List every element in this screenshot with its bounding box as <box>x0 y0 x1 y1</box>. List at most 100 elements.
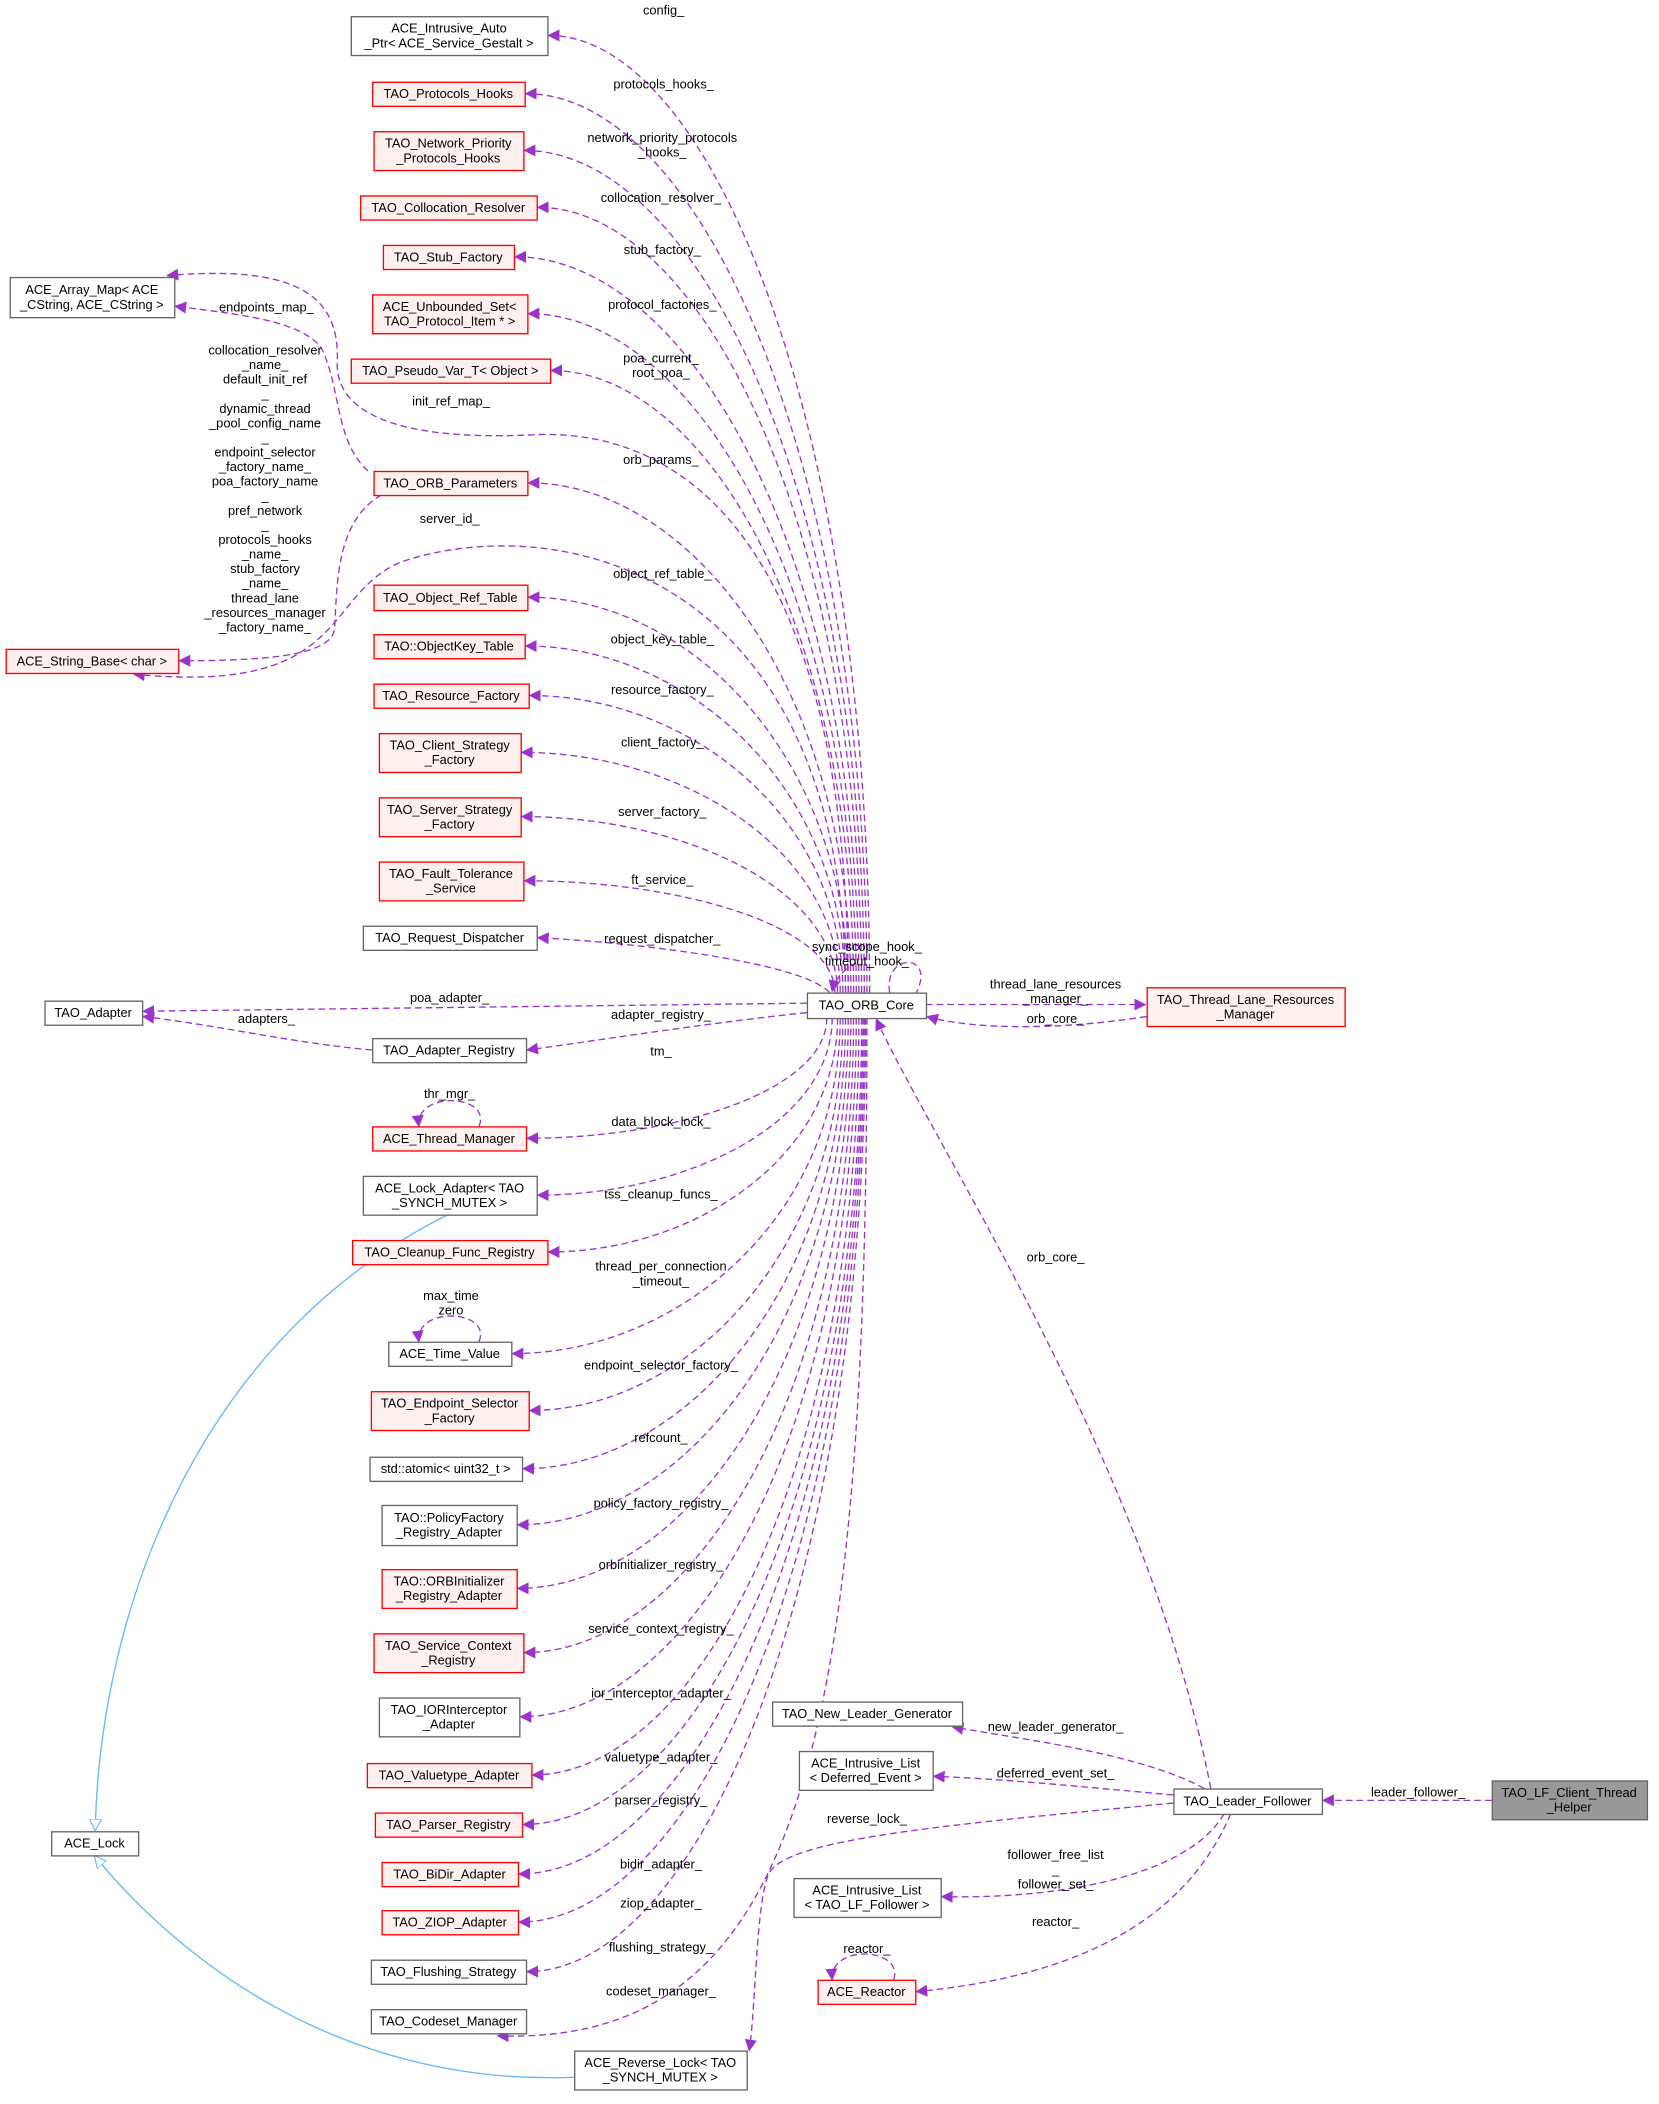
node-sc-registry[interactable]: TAO_Service_Context_Registry <box>373 1633 525 1674</box>
edge-label: protocols_hooks_ <box>613 76 714 91</box>
node-atomic[interactable]: std::atomic< uint32_t > <box>369 1456 524 1483</box>
usage-edge-orb_core-to-atomic <box>521 1017 847 1475</box>
node-array-map[interactable]: ACE_Array_Map< ACE_CString, ACE_CString … <box>9 276 176 319</box>
edge-label: _manager_ <box>1022 991 1089 1006</box>
node-box <box>1491 1780 1649 1821</box>
node-valuetype-adapter[interactable]: TAO_Valuetype_Adapter <box>366 1762 533 1789</box>
node-thread-manager[interactable]: ACE_Thread_Manager <box>372 1126 528 1152</box>
node-ft-service[interactable]: TAO_Fault_Tolerance_Service <box>378 861 525 902</box>
node-label: ACE_Intrusive_List <box>812 1883 922 1898</box>
edge-label: orb_core_ <box>1027 1249 1086 1264</box>
node-string-base[interactable]: ACE_String_Base< char > <box>5 648 180 675</box>
node-box <box>350 358 552 384</box>
edge-label: reactor_ <box>1032 1914 1080 1929</box>
node-pseudo-var[interactable]: TAO_Pseudo_Var_T< Object > <box>350 358 552 384</box>
node-reactor[interactable]: ACE_Reactor <box>817 1979 917 2006</box>
edge-label: endpoints_map_ <box>219 300 315 315</box>
node-ep-selector[interactable]: TAO_Endpoint_Selector_Factory <box>370 1391 530 1432</box>
usage-edge-orb_core-to-obj_ref_table <box>527 591 849 993</box>
node-label: TAO_Parser_Registry <box>386 1817 511 1832</box>
node-tao-adapter[interactable]: TAO_Adapter <box>44 1000 144 1026</box>
node-box <box>378 732 522 774</box>
node-ziop-adapter[interactable]: TAO_ZIOP_Adapter <box>381 1910 520 1936</box>
edge-label: _ <box>260 488 269 503</box>
node-adapter-registry[interactable]: TAO_Adapter_Registry <box>372 1037 528 1064</box>
node-orb-params[interactable]: TAO_ORB_Parameters <box>373 470 529 497</box>
node-server-sf[interactable]: TAO_Server_Strategy_Factory <box>378 797 522 838</box>
node-objkey-table[interactable]: TAO::ObjectKey_Table <box>373 634 526 660</box>
node-time-value[interactable]: ACE_Time_Value <box>388 1341 513 1367</box>
node-box <box>378 1697 521 1738</box>
edge-label: _hooks_ <box>637 144 687 159</box>
node-box <box>373 634 526 660</box>
node-resource-factory[interactable]: TAO_Resource_Factory <box>373 683 530 709</box>
node-unbounded-set[interactable]: ACE_Unbounded_Set<TAO_Protocol_Item * > <box>372 294 529 335</box>
node-lf-list[interactable]: ACE_Intrusive_List< TAO_LF_Follower > <box>793 1877 942 1919</box>
node-lf-client[interactable]: TAO_LF_Client_Thread_Helper <box>1491 1780 1649 1821</box>
node-label: TAO_Client_Strategy <box>389 738 510 753</box>
node-lock-adapter[interactable]: ACE_Lock_Adapter< TAO_SYNCH_MUTEX > <box>362 1175 538 1216</box>
edge-label: _pool_config_name <box>208 415 321 430</box>
node-new-leader[interactable]: TAO_New_Leader_Generator <box>771 1701 964 1727</box>
node-client-sf[interactable]: TAO_Client_Strategy_Factory <box>378 732 522 774</box>
edge-label: deferred_event_set_ <box>997 1766 1116 1781</box>
edge-label: _ <box>260 386 269 401</box>
node-orb-core[interactable]: TAO_ORB_Core <box>806 992 928 1020</box>
node-obj-ref-table[interactable]: TAO_Object_Ref_Table <box>373 584 529 612</box>
edge-label: thread_lane <box>231 590 299 605</box>
node-coll-resolver[interactable]: TAO_Collocation_Resolver <box>360 195 538 221</box>
node-label: std::atomic< uint32_t > <box>381 1461 511 1476</box>
edge-label: leader_follower_ <box>1371 1784 1466 1799</box>
node-box <box>373 683 530 709</box>
usage-edge-orb_core-to-time_value <box>511 1017 841 1360</box>
node-flushing[interactable]: TAO_Flushing_Strategy <box>370 1959 528 1985</box>
node-ior-adapter[interactable]: TAO_IORInterceptor_Adapter <box>378 1697 521 1738</box>
node-label: ACE_Reverse_Lock< TAO <box>584 2055 736 2070</box>
node-reverse-lock[interactable]: ACE_Reverse_Lock< TAO_SYNCH_MUTEX > <box>574 2050 748 2091</box>
node-parser-registry[interactable]: TAO_Parser_Registry <box>374 1812 524 1838</box>
usage-edge-orb_core-to-ft_service <box>523 874 836 993</box>
node-label: TAO_Network_Priority <box>385 136 512 151</box>
node-protocols-hooks[interactable]: TAO_Protocols_Hooks <box>372 81 526 108</box>
edge-label: timeout_hook_ <box>825 954 910 969</box>
node-box <box>1146 987 1346 1028</box>
node-label: TAO::ORBInitializer <box>393 1574 505 1589</box>
node-stub-factory[interactable]: TAO_Stub_Factory <box>382 244 516 271</box>
node-box <box>372 294 529 335</box>
node-leader-follower[interactable]: TAO_Leader_Follower <box>1173 1788 1324 1816</box>
node-label: _Factory <box>424 752 475 767</box>
node-cleanup-registry[interactable]: TAO_Cleanup_Func_Registry <box>351 1239 549 1266</box>
edge-label: client_factory_ <box>621 734 705 749</box>
node-auto-ptr[interactable]: ACE_Intrusive_Auto_Ptr< ACE_Service_Gest… <box>350 16 549 57</box>
node-orbinit-reg[interactable]: TAO::ORBInitializer_Registry_Adapter <box>381 1568 518 1610</box>
node-policy-reg[interactable]: TAO::PolicyFactory_Registry_Adapter <box>381 1504 518 1547</box>
edge-label: follower_set_ <box>1018 1876 1094 1891</box>
node-req-dispatcher[interactable]: TAO_Request_Dispatcher <box>362 925 538 952</box>
usage-edge-leader_follower-to-reverse_lock <box>744 1802 1174 2052</box>
node-box <box>381 1861 520 1888</box>
nodes-layer: ACE_Intrusive_Auto_Ptr< ACE_Service_Gest… <box>5 16 1649 2091</box>
node-label: TAO_ORB_Core <box>819 998 914 1013</box>
node-np-hooks[interactable]: TAO_Network_Priority_Protocols_Hooks <box>373 131 525 172</box>
usage-edge-orb_core-to-unbounded_set <box>527 307 857 993</box>
node-box <box>1173 1788 1324 1816</box>
edge-label: _name_ <box>241 547 289 562</box>
edge-label: protocols_hooks <box>218 532 311 547</box>
node-ace-lock[interactable]: ACE_Lock <box>51 1831 140 1857</box>
edge-label: default_init_ref <box>223 372 308 387</box>
usage-edge-orb_core-to-valuetype_adapter <box>531 1017 860 1781</box>
node-box <box>366 1762 533 1789</box>
usage-edge-orb_core-to-array_map <box>166 268 849 993</box>
node-box <box>362 1175 538 1216</box>
node-label: TAO_IORInterceptor <box>391 1702 508 1717</box>
node-codeset[interactable]: TAO_Codeset_Manager <box>370 2009 528 2035</box>
node-deferred-list[interactable]: ACE_Intrusive_List< Deferred_Event > <box>798 1750 934 1792</box>
edge-label: reverse_lock_ <box>827 1811 908 1826</box>
usage-edge-leader_follower-to-deferred_list <box>932 1770 1174 1796</box>
usage-edge-orb_core-to-ior_adapter <box>519 1017 857 1723</box>
node-bidir-adapter[interactable]: TAO_BiDir_Adapter <box>381 1861 520 1888</box>
node-label: ACE_Lock <box>64 1836 125 1851</box>
node-tlrm[interactable]: TAO_Thread_Lane_Resources_Manager <box>1146 987 1346 1028</box>
node-label: _Protocols_Hooks <box>395 150 500 165</box>
